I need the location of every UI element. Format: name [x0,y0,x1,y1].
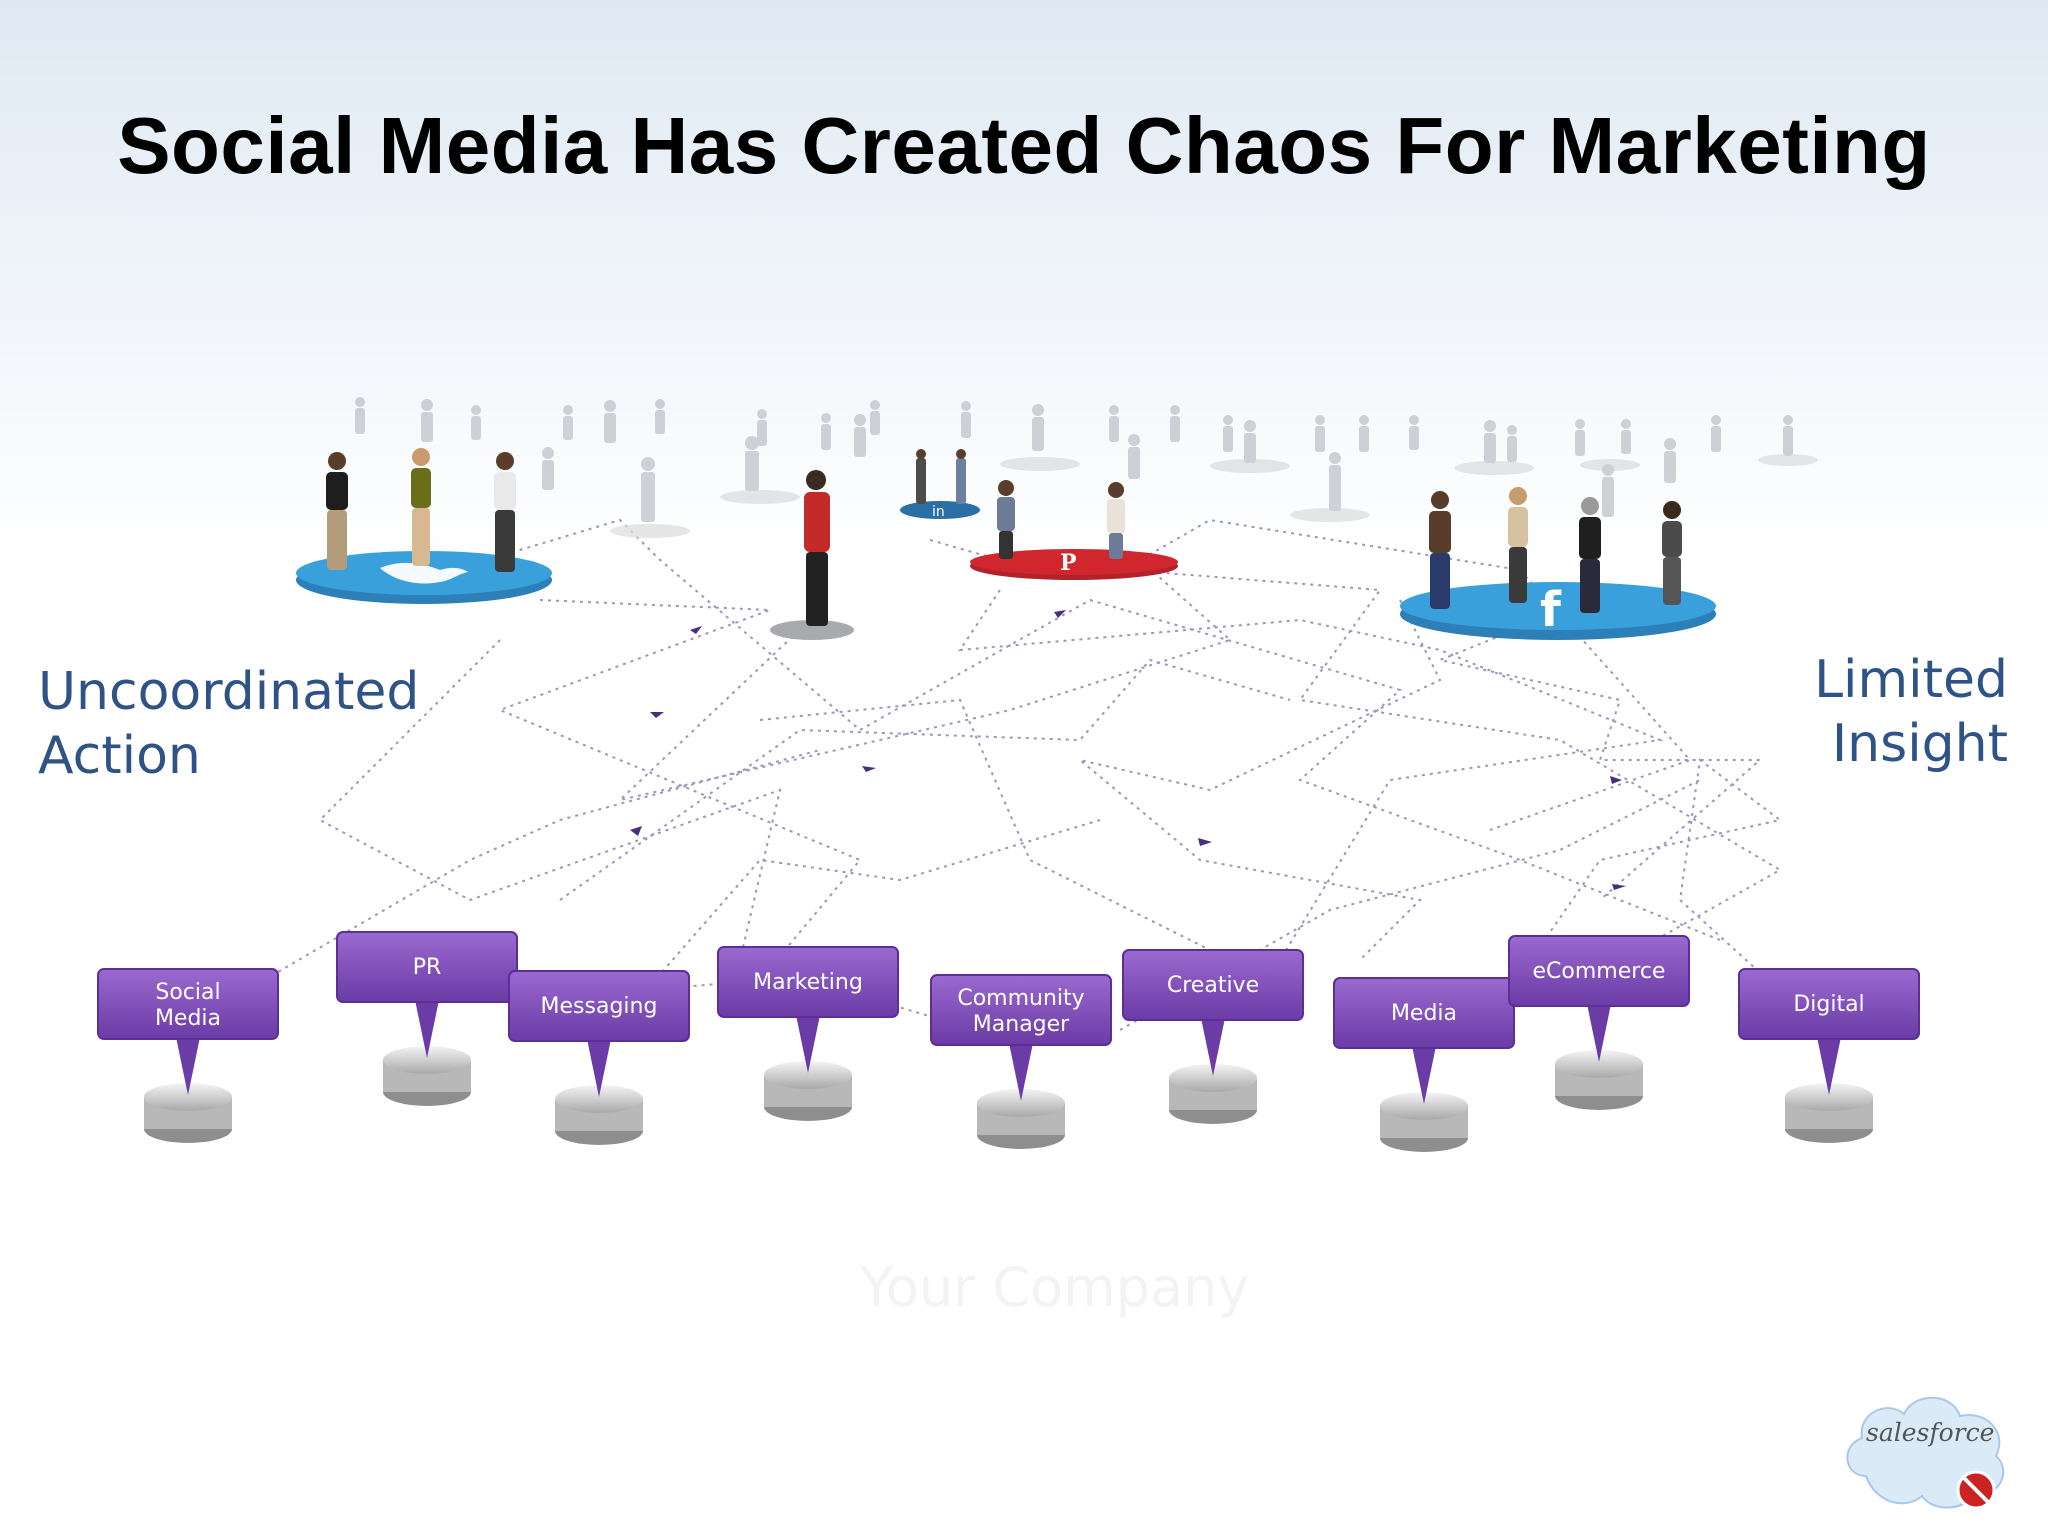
department-label: PR [413,955,442,980]
salesforce-logo-text: salesforce [1866,1418,1995,1447]
department-disk-top [1555,1050,1643,1078]
department-pointer [1201,1018,1225,1076]
left-label-line1: Uncoordinated [38,662,420,722]
facebook-group-people [1429,487,1682,613]
department-box [930,974,1112,1046]
department-disk-top [1169,1064,1257,1092]
department-disk-top [1380,1092,1468,1120]
department-label: Digital [1793,992,1864,1017]
department-pointer [176,1037,200,1095]
facebook-icon: f [1540,582,1562,638]
department-pointer [415,1000,439,1058]
right-label-line2: Insight [1831,714,2008,774]
department-node: Creative [1122,949,1304,1124]
cloud-logo-icon [1846,1396,2005,1510]
twitter-group-people [326,448,516,572]
department-node: eCommerce [1508,935,1690,1110]
department-box [1738,968,1920,1040]
limited-insight-label: Limited Insight [1814,648,2008,776]
department-label: Messaging [541,994,658,1019]
arrow-markers [630,610,1626,890]
department-label: Manager [973,1012,1070,1037]
department-disk-top [764,1061,852,1089]
department-disk-top [555,1085,643,1113]
department-label: Media [155,1006,221,1031]
pinterest-icon: P [1060,550,1077,576]
connection-lines [229,518,1791,1041]
department-pointer [1009,1043,1033,1101]
department-label: Creative [1167,973,1259,998]
department-box [508,970,690,1042]
your-company-watermark: Your Company [860,1256,1250,1319]
right-label-line1: Limited [1814,650,2008,710]
department-box [1122,949,1304,1021]
department-label: Marketing [753,970,863,995]
twitter-icon [380,562,468,584]
department-disk-top [977,1089,1065,1117]
uncoordinated-action-label: Uncoordinated Action [38,660,419,788]
department-pointer [1412,1046,1436,1104]
department-node: Media [1333,977,1515,1152]
department-node: Messaging [508,970,690,1145]
central-person [770,470,854,640]
department-disk-top [144,1083,232,1111]
left-label-line2: Action [38,726,201,786]
twitter-platform [296,448,552,604]
background-crowd [355,397,1818,538]
department-box [97,968,279,1040]
department-label: eCommerce [1533,959,1666,984]
linkedin-platform: in [900,449,980,520]
department-pointer [1817,1037,1841,1095]
department-box [1508,935,1690,1007]
department-label: Community [957,986,1084,1011]
department-node: Digital [1738,968,1920,1143]
department-label: Media [1391,1001,1457,1026]
pinterest-platform: P [970,480,1178,580]
department-pointer [587,1039,611,1097]
department-box [336,931,518,1003]
department-label: Social [155,980,220,1005]
department-nodes: SocialMediaPRMessagingMarketingCommunity… [97,931,1920,1152]
linkedin-icon: in [932,504,945,520]
department-disk-top [1785,1083,1873,1111]
department-disk-top [383,1046,471,1074]
department-pointer [796,1015,820,1073]
page-title: Social Media Has Created Chaos For Marke… [117,101,1931,190]
department-box [1333,977,1515,1049]
department-node: Marketing [717,946,899,1121]
department-box [717,946,899,1018]
department-node: PR [336,931,518,1106]
facebook-platform: f [1400,487,1716,640]
department-pointer [1587,1004,1611,1062]
